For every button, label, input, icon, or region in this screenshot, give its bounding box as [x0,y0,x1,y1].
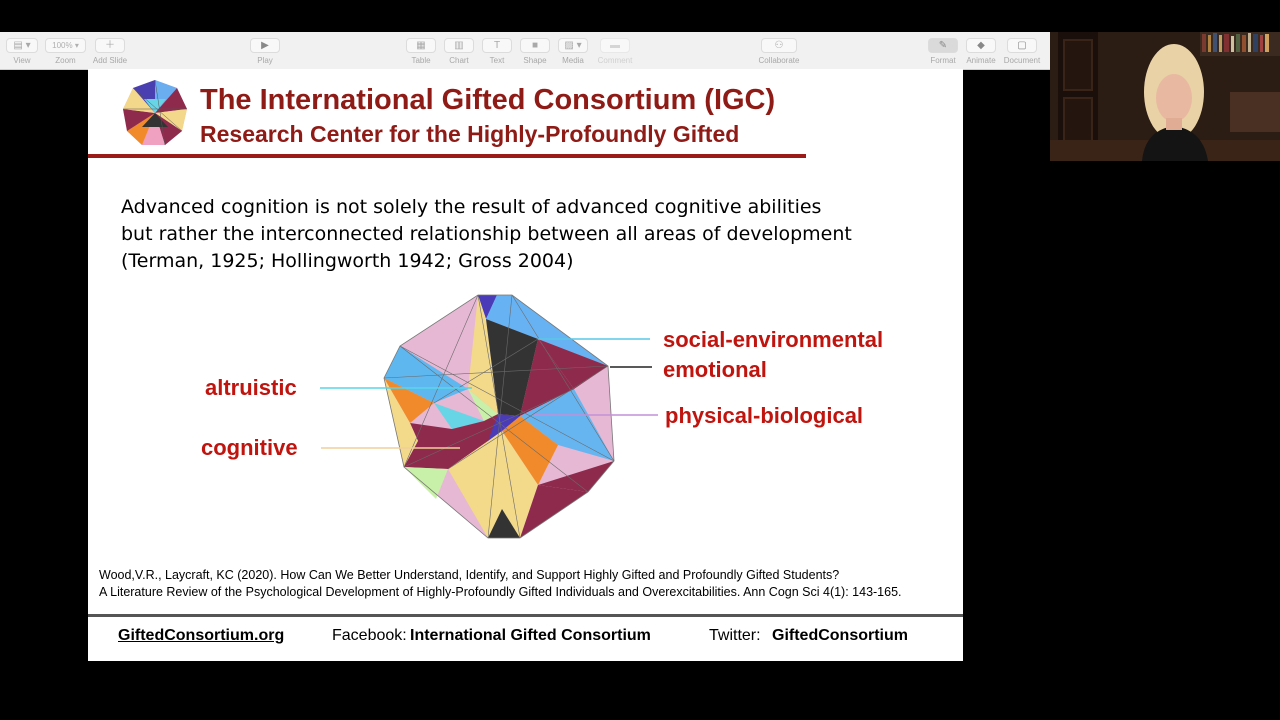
zoom-select[interactable]: 100% ▾ Zoom [45,32,86,69]
website-link[interactable]: GiftedConsortium.org [118,627,285,644]
label-physical-biological: physical-biological [665,403,864,428]
shape-icon: ■ [520,38,550,53]
shape-button[interactable]: ■ Shape [518,32,552,69]
comment-icon: ▬ [600,38,630,53]
slide-title: The International Gifted Consortium (IGC… [200,84,776,116]
slide-footer: GiftedConsortium.org Facebook: Internati… [88,627,963,649]
facebook-value: International Gifted Consortium [410,627,651,644]
slide-subtitle: Research Center for the Highly-Profoundl… [200,121,740,147]
label-cognitive: cognitive [201,435,298,460]
document-button[interactable]: ▢ Document [1003,38,1041,65]
references: Wood,V.R., Laycraft, KC (2020). How Can … [99,567,902,601]
webcam-video [1050,32,1280,161]
view-icon: ▤ ▾ [6,38,38,53]
document-icon: ▢ [1007,38,1037,53]
format-button[interactable]: ✎ Format [924,32,962,69]
text-button[interactable]: T Text [480,32,514,69]
title-divider [88,154,806,158]
zoom-value: 100% [52,41,73,50]
text-icon: T [482,38,512,53]
footer-divider [88,614,963,617]
play-icon: ▶ [250,38,280,53]
label-emotional: emotional [663,357,767,382]
slide-canvas[interactable]: The International Gifted Consortium (IGC… [88,69,963,661]
play-button[interactable]: ▶ Play [248,32,282,69]
keynote-toolbar: ▤ ▾ View 100% ▾ Zoom ＋ Add Slide ▶ Play … [0,32,1050,70]
media-icon: ▨ ▾ [558,38,588,53]
add-slide-button[interactable]: ＋ Add Slide [92,38,128,65]
chart-icon: ▥ [444,38,474,53]
body-line: but rather the interconnected relationsh… [121,223,852,245]
chart-button[interactable]: ▥ Chart [442,32,476,69]
label-social-environmental: social-environmental [663,327,884,352]
body-line: Advanced cognition is not solely the res… [121,196,822,218]
reference-line: A Literature Review of the Psychological… [99,585,902,599]
animate-button[interactable]: ◆ Animate [966,38,996,65]
igc-logo-icon [123,79,187,146]
slide-body: Advanced cognition is not solely the res… [121,194,911,275]
format-icon: ✎ [928,38,958,53]
table-button[interactable]: ▦ Table [404,32,438,69]
twitter-label: Twitter: [709,627,761,644]
media-button[interactable]: ▨ ▾ Media [556,32,590,69]
presenter-image [1050,32,1280,161]
table-icon: ▦ [406,38,436,53]
comment-button[interactable]: ▬ Comment [597,38,633,65]
view-button[interactable]: ▤ ▾ View [6,32,38,69]
facebook-label: Facebook: [332,627,407,644]
label-altruistic: altruistic [205,375,297,400]
collaborate-icon: ⚇ [761,38,797,53]
collaborate-button[interactable]: ⚇ Collaborate [758,38,800,65]
body-line: (Terman, 1925; Hollingworth 1942; Gross … [121,250,574,272]
add-slide-icon: ＋ [95,38,125,53]
animate-icon: ◆ [966,38,996,53]
polyhedron-diagram [320,294,658,539]
reference-line: Wood,V.R., Laycraft, KC (2020). How Can … [99,568,840,582]
twitter-value: GiftedConsortium [772,627,908,644]
